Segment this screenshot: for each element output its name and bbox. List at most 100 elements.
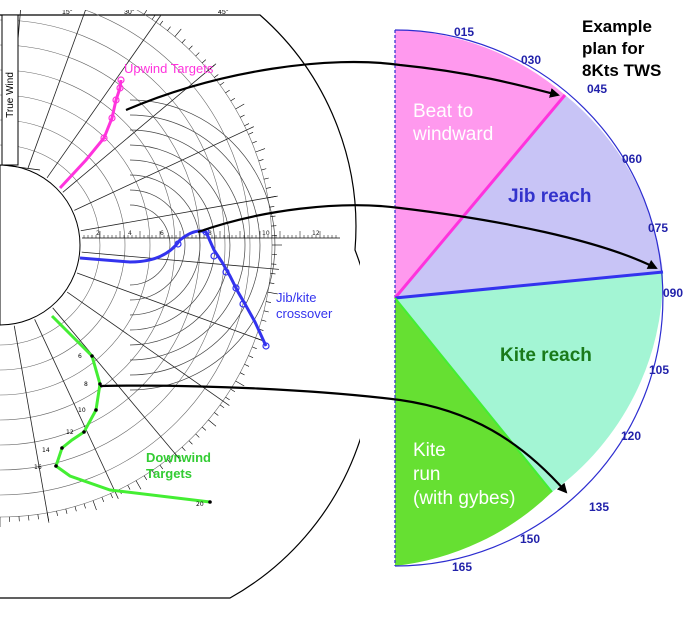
rim-tick [188,440,193,445]
sector-label-kite-run-1: Kite [413,440,446,461]
downwind-target-curve [50,314,211,504]
polar-spoke [52,307,181,460]
rim-tick [230,97,236,102]
speed-10: 10 [78,407,86,414]
rim-tick [208,419,217,427]
sector-label-kite-run-3: (with gybes) [413,488,515,509]
rim-tick [214,412,219,416]
upwind-target-curve [58,79,123,190]
speed-14: 14 [42,447,50,454]
tick-45: 45° [218,8,229,16]
downwind-targets-label-2: Targets [146,466,192,481]
angle-090: 090 [663,286,683,300]
crossover-curve [79,229,268,347]
plan-half-disc: Beat to windward Jib reach Kite reach Ki… [393,25,683,574]
rim-tick [143,475,148,481]
polar-ring [0,94,151,396]
target-grid-arc [129,189,186,301]
upwind-targets-label: Upwind Targets [124,61,214,76]
sector-label-beat-2: windward [412,124,493,145]
polar-spoke [81,251,279,270]
polar-ring [0,119,126,371]
crossover-markers [174,228,270,350]
rim-tick [174,453,182,462]
rim-tick [56,510,58,517]
target-grid-arc [129,114,261,376]
speed-20: 20 [196,501,204,508]
arrow-downwind [99,384,568,494]
rim-tick [219,81,225,86]
sector-kite-reach [395,272,664,492]
rim-tick [248,355,254,358]
speed-6: 6 [78,353,82,360]
sector-jib-reach [395,95,663,298]
polar-spoke [80,195,276,232]
target-grid-arc [129,159,216,331]
rim-tick [119,0,121,1]
angle-105: 105 [649,363,669,377]
angle-labels: 015 030 045 060 075 090 105 120 135 150 … [452,25,683,574]
rim-tick [159,464,164,470]
target-grid-arc [129,174,201,316]
rim-tick [151,470,156,475]
rim-tick [195,52,200,57]
rim-tick [235,380,245,387]
plan-title-3: 8Kts TWS [582,61,661,80]
target-grid-arc [129,204,171,286]
radial-numbers: 2 4 6 8 10 12 [96,230,320,237]
rim-tick [240,372,245,376]
rim-tick [74,506,77,512]
rim-tick [208,63,217,71]
polar-chart: True Wind 15° 30° 45° 2 4 6 8 10 12 [0,0,360,599]
sector-label-kite-run-2: run [413,464,440,485]
angle-135: 135 [589,500,609,514]
speed-12: 12 [66,429,74,436]
polar-spoke [34,319,119,499]
rim-tick [101,497,105,502]
rim-tick [255,148,266,153]
polar-scale [0,0,340,527]
crossover-label-2: crossover [276,306,333,321]
rim-tick [240,114,245,118]
rim-tick [263,310,269,313]
rim-tick [159,20,164,26]
radial-6: 6 [160,230,164,237]
arrow-upwind [125,60,560,112]
rim-tick [195,433,200,438]
boundary-downwind [394,297,553,493]
rim-tick [248,132,254,135]
angle-045: 045 [587,82,607,96]
boundary-crossover [394,270,664,300]
downwind-targets-label-1: Downwind [146,450,211,465]
rim-tick [65,508,68,514]
rim-tick [167,26,171,31]
rim-tick [244,123,250,127]
rim-tick [143,10,148,15]
rim-tick [235,103,245,110]
rim-tick [92,500,97,511]
true-wind-label: True Wind [5,72,16,118]
polar-spoke [13,325,50,521]
target-grid-arc [129,129,246,361]
speed-16: 16 [34,464,42,471]
rim-tick [225,396,230,401]
downwind-markers [54,354,212,504]
rim-tick [252,140,257,144]
rim-tick [136,1,141,10]
rim-tick [128,0,130,4]
rim-tick [258,159,264,162]
radial-12: 12 [312,230,320,237]
sector-beat-to-windward [395,30,565,298]
rim-tick [188,45,193,50]
rim-tick [219,404,225,409]
boundary-upwind [393,94,567,299]
angle-120: 120 [621,429,641,443]
rim-tick [135,480,142,490]
polar-spoke [46,15,161,179]
angle-165: 165 [452,560,472,574]
plan-title-1: Example [582,17,652,36]
rim-tick [261,168,267,171]
speed-labels: 6 8 10 12 14 16 20 [34,353,204,508]
rim-tick [261,319,267,322]
